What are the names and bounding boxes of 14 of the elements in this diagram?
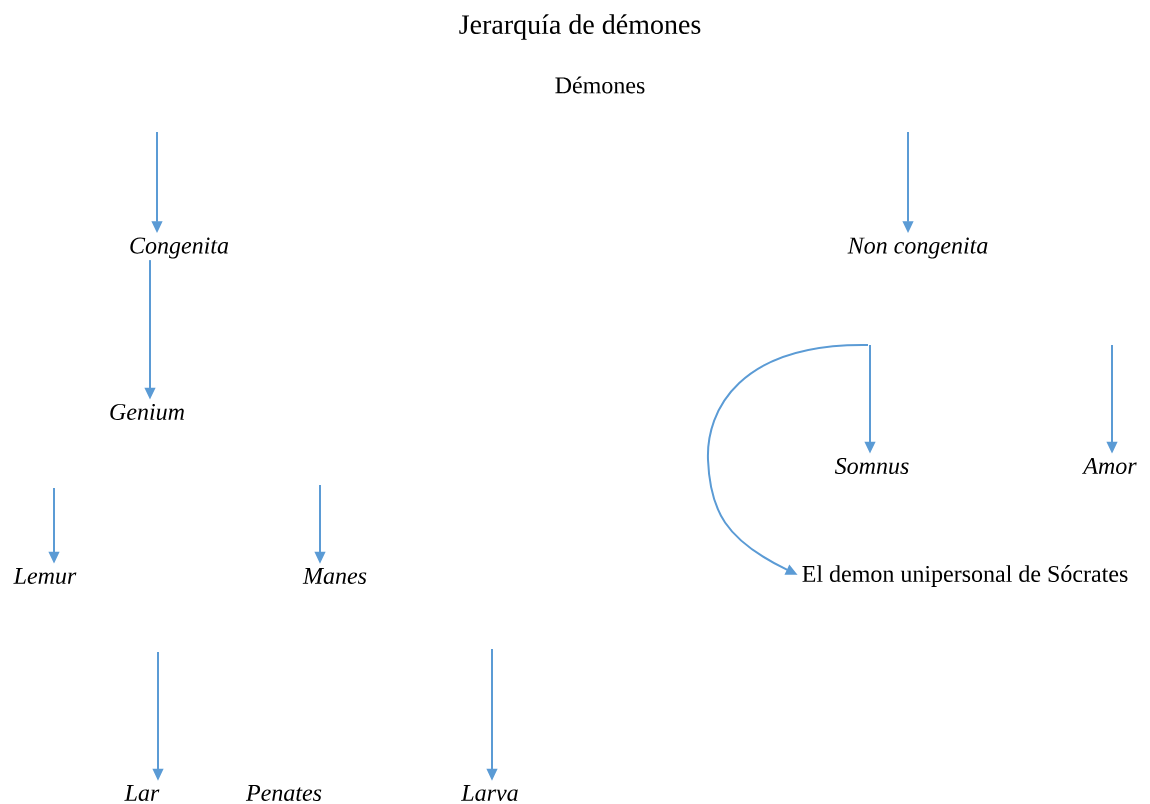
term-label: Démones (555, 76, 645, 94)
term-label: Lar (124, 785, 160, 801)
term-label: Non congenita (847, 237, 988, 259)
term-label: El demon unipersonal de Sócrates (802, 565, 1128, 587)
title: Jerarquía de démones (459, 14, 701, 40)
term-label: Congenita (130, 237, 229, 259)
term-label: Larva (461, 785, 518, 801)
term-label: Genium (110, 403, 184, 421)
term-label: Amor (1082, 457, 1137, 475)
arrow (707, 344, 869, 575)
term-label: Penates (245, 785, 322, 801)
term-label: Lemur (13, 568, 77, 584)
term-label: Somnus (834, 457, 909, 475)
term-label: Manes (302, 568, 367, 584)
